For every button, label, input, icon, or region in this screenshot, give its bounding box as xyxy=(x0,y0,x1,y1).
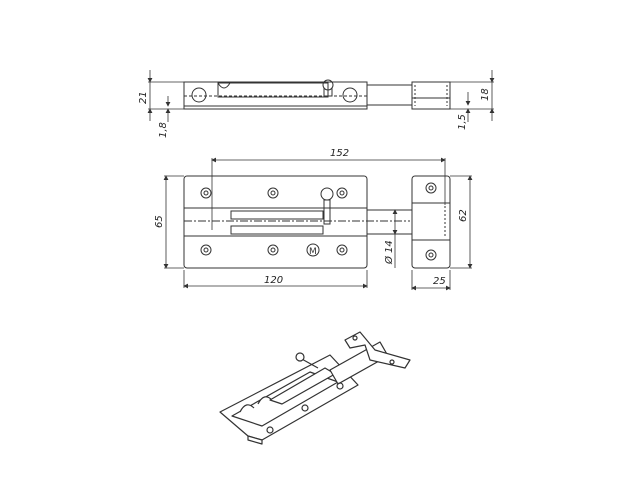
dim-keeper-height: 18 xyxy=(480,88,491,101)
dim-height-total: 21 xyxy=(138,91,149,104)
dim-keeper-thickness: 1,5 xyxy=(457,114,468,130)
dim-bolt-diameter: Ø 14 xyxy=(383,240,395,265)
dim-base-thickness: 1,8 xyxy=(158,122,169,138)
dim-keeper-width: 62 xyxy=(458,209,469,222)
isometric-view xyxy=(219,331,411,445)
manufacturer-mark: M xyxy=(309,247,317,257)
dim-plate-length: 120 xyxy=(264,275,283,286)
side-view xyxy=(183,79,451,110)
dim-overall-length: 152 xyxy=(330,148,349,159)
front-view xyxy=(183,175,451,269)
front-view-dimensions xyxy=(163,157,473,291)
dim-plate-width: 65 xyxy=(154,215,165,228)
side-view-dimensions xyxy=(147,70,495,122)
side-hole-right xyxy=(342,87,358,103)
screw-holes xyxy=(200,187,348,256)
side-hole-left xyxy=(191,87,207,103)
dim-keeper-depth: 25 xyxy=(433,276,446,287)
